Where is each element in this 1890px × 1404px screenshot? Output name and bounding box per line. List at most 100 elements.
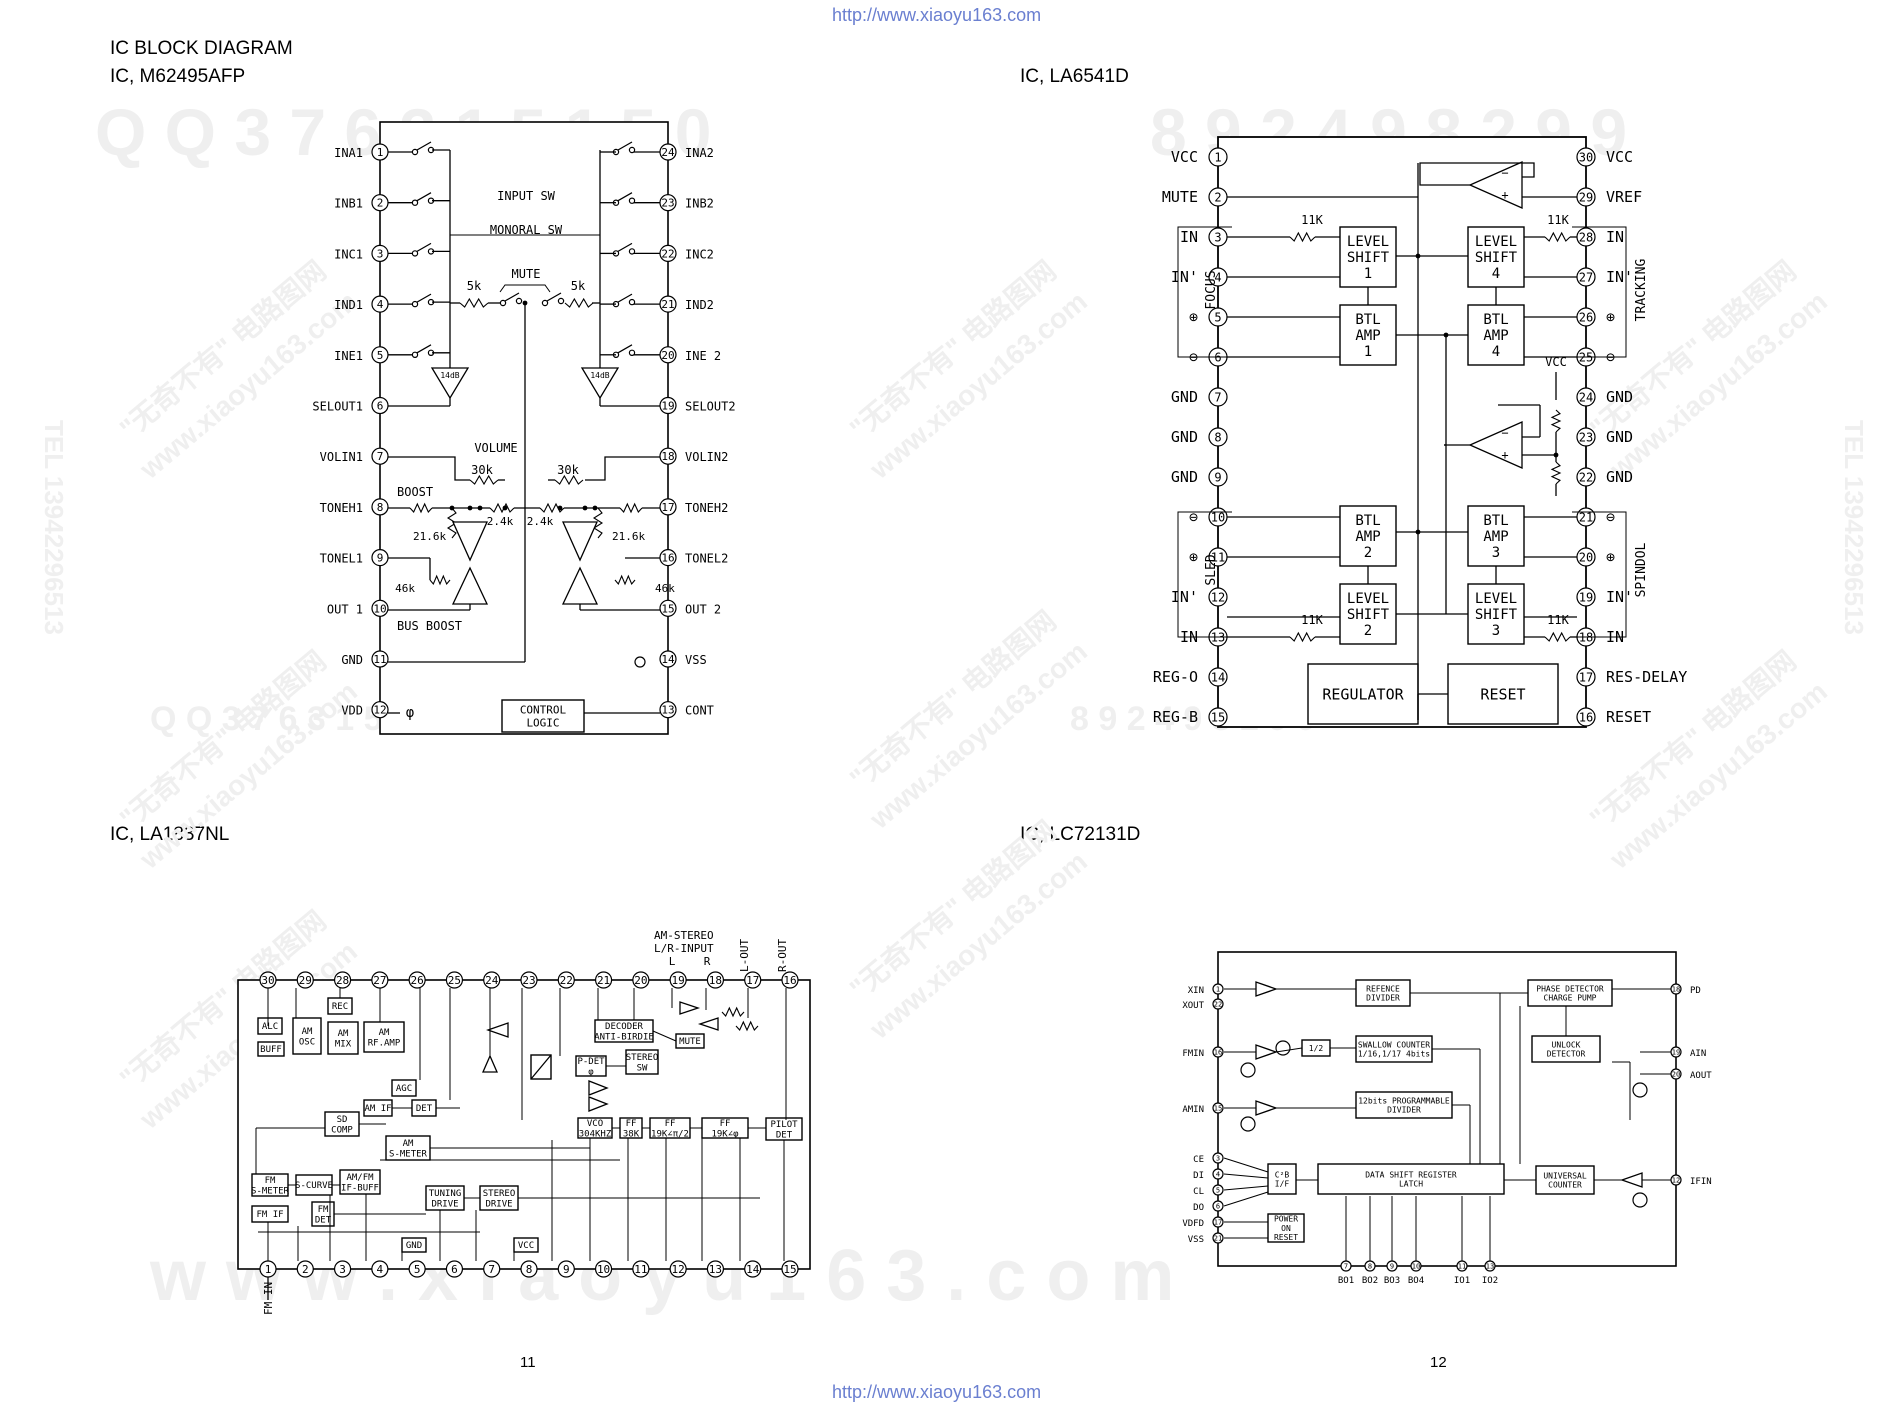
m62495-pin-1-number: 1 [377,146,384,159]
m62495-pin-13 [659,701,677,719]
lc72131-pin-5-number: 5 [1216,1187,1220,1195]
la1837-vcc [513,1237,539,1253]
la1837-bottom-pin-13-number: 13 [709,1263,722,1276]
m62495-bus-boost-label: BUS BOOST [397,619,462,633]
la6541-pin-20-number: 20 [1579,550,1593,564]
mute-bracket [499,284,551,293]
watermark-tel: TEL 13942296513 [1839,420,1869,635]
m62495-switch-l3-a [411,300,419,308]
la1837-bottom-pin-13 [706,1260,725,1278]
la1837-bottom-pin-6-number: 6 [451,1263,458,1276]
m62495-left-pin-label: VOLIN1 [320,450,363,464]
m62495-switch-r3-lever [617,293,633,303]
block-btl-amp-2 [1339,505,1397,567]
m62495-pin-22-number: 22 [661,247,674,260]
m62495-right-pin-label: TONEH2 [685,501,728,515]
m62495-switch-l2-a [411,250,419,257]
la1837-decoder-in [486,1022,509,1038]
la1837-bottom-pin-9-number: 9 [563,1263,570,1276]
la1837-lr-input: L/R-INPUT [654,942,714,955]
la1837-am-mix-text: MIX [335,1039,352,1049]
block-btl-amp-2-text: BTL [1355,513,1380,529]
la1837-top-pin-16 [781,971,799,989]
lc72131-pin-15-number: 15 [1214,1105,1222,1113]
lc72131-left-pin-label: VSS [1188,1235,1204,1245]
group-focus: FOCUS [1204,270,1219,309]
la1837-top-pin-25 [445,971,464,989]
lc72131-pin-5 [1212,1184,1224,1196]
m62495-mute-sw-l-b [515,297,523,305]
la1837-tuning-drive [425,1185,465,1211]
m62495-switch-l0-lever [416,141,432,151]
la1837-mute-text: MUTE [679,1037,701,1047]
la1837-am-s-meter-text: S-METER [389,1149,428,1159]
label-11k: 11K [1301,213,1323,227]
m62495-pin-20-number: 20 [661,349,674,362]
m62495-46k-l: 46k [395,582,415,595]
junction-dot [502,505,508,511]
block-btl-amp-3-text: AMP [1483,529,1508,545]
la1837-fm-det-text: DET [315,1215,332,1225]
header-url[interactable]: http://www.xiaoyu163.com [832,5,1042,25]
la1837-det-text: DET [416,1104,433,1114]
la1837-buffer-up [482,1054,498,1073]
la1837-top-pin-23-number: 23 [522,974,535,987]
m62495-volume-label: VOLUME [474,441,517,455]
m62495-pin-16-number: 16 [661,552,674,565]
la1837-alc [257,1017,283,1035]
block-btl-amp-1-text: BTL [1355,312,1380,328]
m62495-vol-res-r [554,474,584,486]
lc72131-pin-9-number: 9 [1390,1263,1394,1271]
m62495-2.4k-l: 2.4k [487,515,514,528]
la6541-pin-17 [1576,667,1596,687]
label-11k: 11K [1301,613,1323,627]
block-reset [1447,663,1559,725]
la1837-ff19a-text: FF [665,1119,676,1129]
la1837-decoder-text: ANTI-BIRDIE [594,1032,654,1042]
la6541-left-pin-label: ⊕ [1189,308,1198,326]
m62495-right-pin-label: INC2 [685,247,714,261]
la6541-opamp-top [1468,161,1523,209]
la1837-vco-text: 304KHZ [579,1129,612,1139]
group-tracking: TRACKING [1634,259,1649,322]
m62495-monoral-sw-label: MONORAL SW [490,223,563,237]
la1837-l-out: L-OUT [738,939,751,972]
la6541-pin-30 [1576,147,1596,167]
block-level-shift-2 [1339,583,1397,645]
opamp-minus: − [1501,166,1508,180]
lc72131-programmable-divider [1355,1091,1453,1119]
lc72131-reference-divider-text: REFENCE [1366,984,1400,993]
la1837-fm-if-text: FM IF [256,1210,283,1220]
m62495-21.6k-l: 21.6k [413,530,446,543]
lc72131-pin-1 [1212,983,1224,995]
m62495-left-pin-label: INB1 [334,197,363,211]
lc72131-right-pin-label: AOUT [1690,1071,1712,1081]
lc72131-programmable-divider-text: DIVIDER [1387,1105,1421,1114]
la6541-pin-23-number: 23 [1579,430,1593,444]
footer-url[interactable]: http://www.xiaoyu163.com [832,1382,1042,1402]
lc72131-right-pin-label: IFIN [1690,1177,1712,1187]
lc72131-pin-19-number: 19 [1672,1049,1680,1057]
la1837-am-stereo: AM-STEREO [654,929,714,942]
la1837-fm-s-meter-text: S-METER [251,1186,290,1196]
m62495-pin-18-number: 18 [661,450,674,463]
m62495-mute-label: MUTE [512,267,541,281]
la1837-top-pin-22-number: 22 [560,974,573,987]
la6541-left-pin-label: GND [1171,428,1198,446]
lc72131-bottom-pin-label: IO1 [1454,1276,1470,1286]
la1837-p-det-text: φ [588,1067,594,1077]
block-level-shift-3-text: LEVEL [1475,591,1517,607]
lc72131-left-pin-label: DI [1193,1171,1204,1181]
m62495-control-logic [501,699,585,733]
la1837-bottom-pin-7-number: 7 [488,1263,495,1276]
lc72131-pin-6-number: 6 [1216,1203,1220,1211]
lc72131-pin-10-number: 10 [1412,1263,1420,1271]
la6541-pin-8-number: 8 [1214,430,1221,444]
la6541-pin-26-number: 26 [1579,310,1593,324]
lc72131-c2b-if-text: C²B [1275,1170,1290,1179]
la1837-pilot-det-text: PILOT [770,1120,798,1130]
la1837-sd-comp [324,1111,360,1137]
la1837-out-res-1 [721,1006,745,1018]
tracking-bracket [1572,226,1627,358]
la6541-left-pin-label: IN [1180,228,1198,246]
